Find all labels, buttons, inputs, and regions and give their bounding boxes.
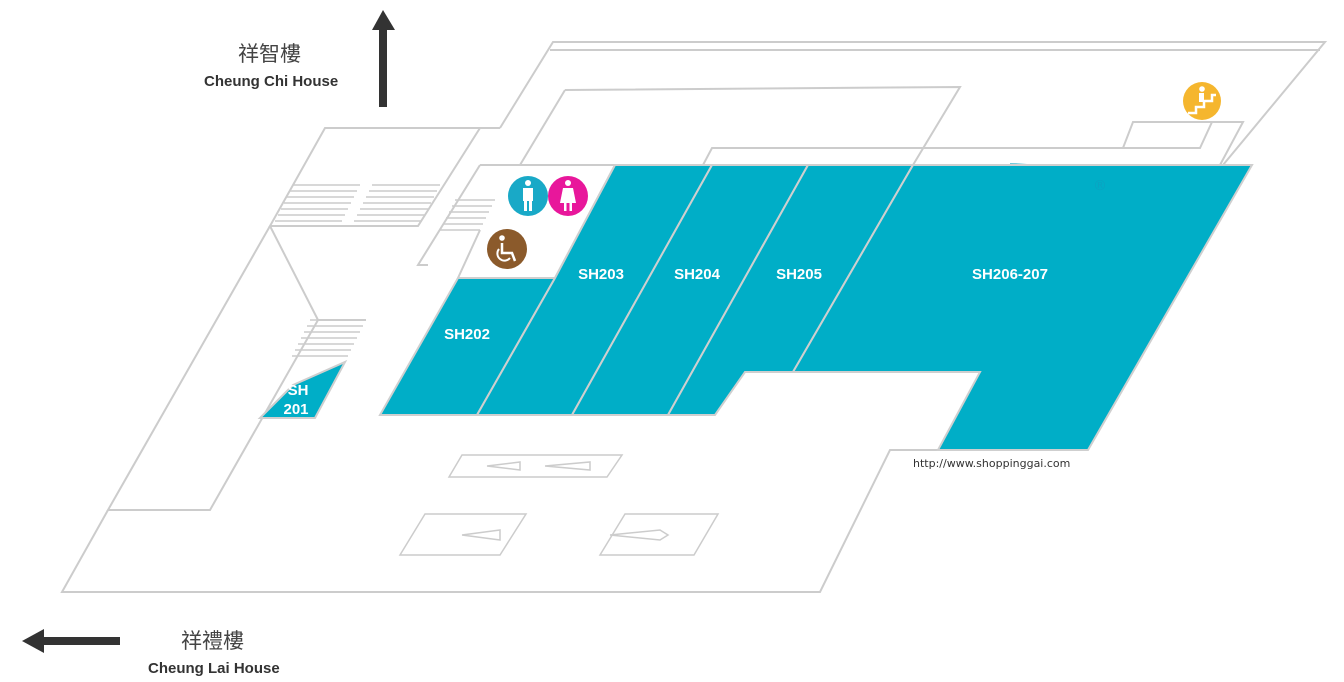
travelator-horizontal [447, 454, 624, 478]
travelator-symbols [398, 454, 720, 556]
source-url[interactable]: http://www.shoppinggai.com [913, 457, 1070, 470]
west-building-name-zh: 祥禮樓 [181, 629, 244, 653]
north-building-name-en: Cheung Chi House [204, 73, 338, 90]
stairs-icon[interactable] [1183, 82, 1221, 120]
escalator-down-left [398, 513, 528, 556]
stair-block [416, 164, 481, 266]
female-toilet-icon[interactable] [548, 176, 588, 216]
arrow-up-icon [372, 10, 395, 107]
shop-sh201[interactable] [257, 359, 348, 419]
upper-room [564, 85, 962, 166]
building-outline [60, 41, 1328, 593]
north-building-name-zh: 祥智樓 [238, 42, 301, 66]
wheelchair-icon[interactable] [487, 229, 527, 269]
escalator-up-right [598, 513, 720, 556]
arrow-left-icon [22, 629, 120, 653]
shop-sh206-207[interactable] [791, 164, 1254, 451]
escalators-top-left [275, 184, 495, 357]
watermark-registered-mark: ® [1093, 178, 1107, 194]
outer-wall-bottom-left [60, 449, 1088, 593]
shop-units [257, 164, 1254, 451]
outer-wall-top [499, 41, 1328, 166]
outer-wall-left [106, 225, 319, 511]
male-toilet-icon[interactable] [508, 176, 548, 216]
corridor-block [269, 225, 366, 321]
stair-landing [1123, 121, 1213, 149]
west-building-name-en: Cheung Lai House [148, 660, 280, 677]
upper-corridor [702, 121, 1245, 166]
upper-room-left [519, 89, 566, 166]
